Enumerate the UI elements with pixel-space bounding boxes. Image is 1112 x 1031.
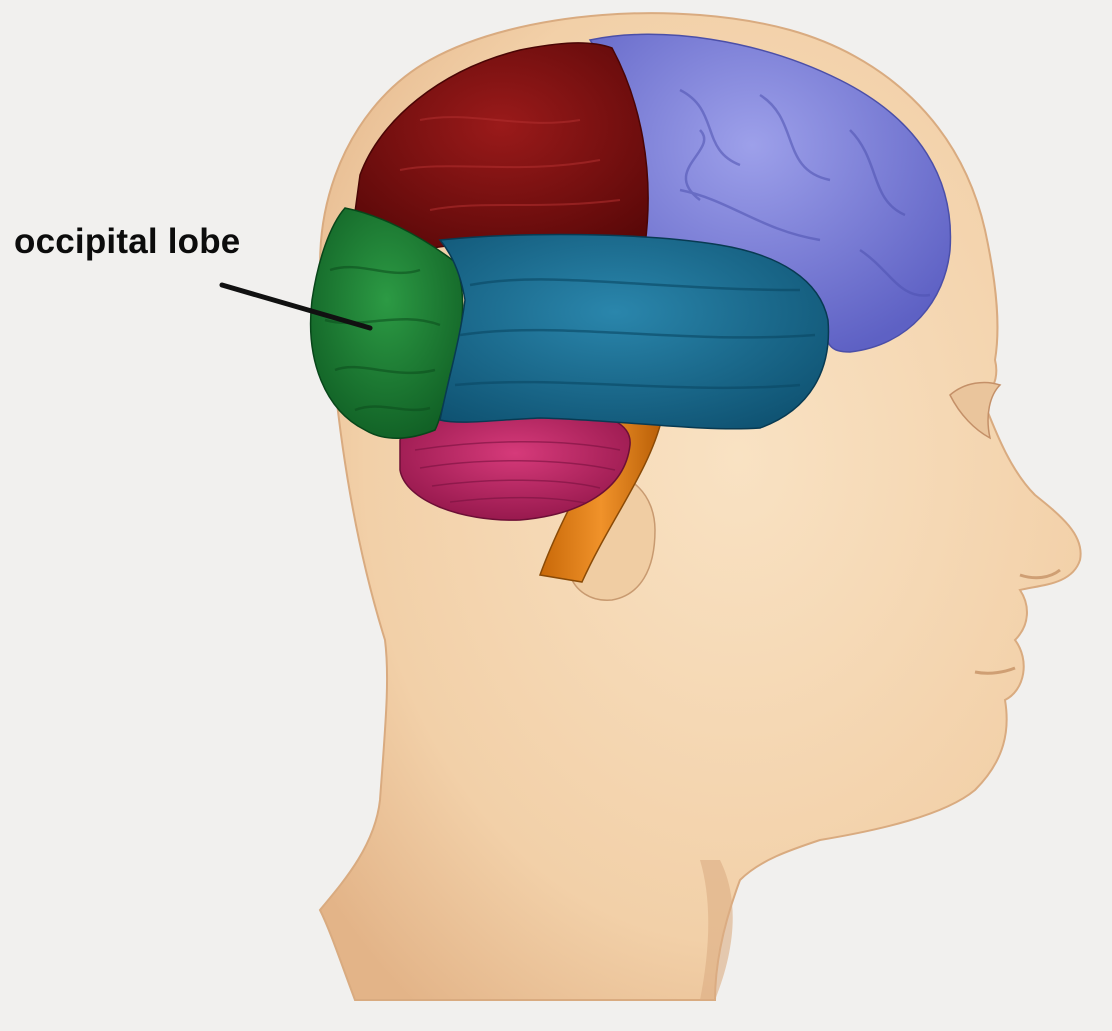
parietal-lobe	[355, 43, 648, 250]
occipital-lobe-label: occipital lobe	[14, 222, 240, 262]
